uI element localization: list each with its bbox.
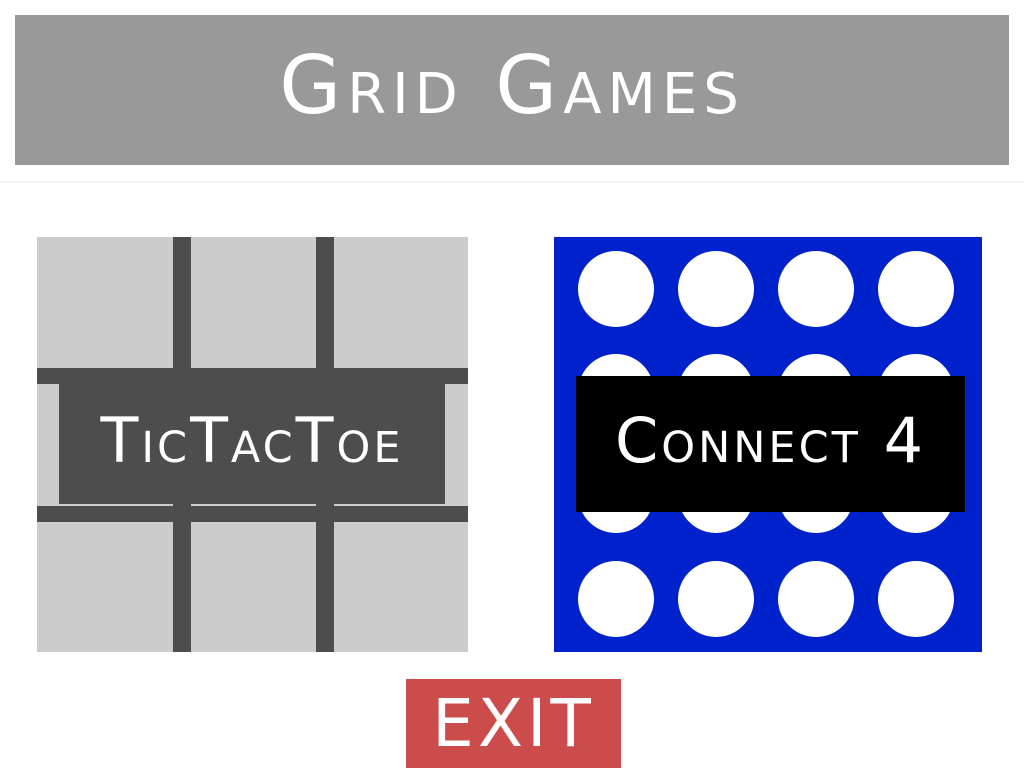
- connect4-label-plate: Connect 4: [576, 376, 965, 512]
- connect4-hole: [878, 561, 954, 637]
- tictactoe-label-plate: TicTacToe: [59, 383, 445, 504]
- connect4-button[interactable]: Connect 4: [554, 237, 982, 652]
- page-title: Grid Games: [279, 39, 745, 132]
- connect4-hole: [778, 251, 854, 327]
- connect4-hole: [878, 251, 954, 327]
- title-banner: Grid Games: [15, 15, 1009, 165]
- header-divider: [0, 181, 1024, 183]
- connect4-label: Connect 4: [614, 404, 927, 477]
- connect4-hole: [678, 561, 754, 637]
- connect4-hole: [578, 561, 654, 637]
- tictactoe-button[interactable]: TicTacToe: [37, 237, 468, 652]
- exit-button[interactable]: EXIT: [406, 679, 621, 768]
- tictactoe-grid-line: [37, 506, 468, 522]
- connect4-hole: [578, 251, 654, 327]
- connect4-hole: [778, 561, 854, 637]
- exit-label: EXIT: [432, 684, 595, 762]
- tictactoe-grid-line: [37, 368, 468, 384]
- tictactoe-label: TicTacToe: [100, 403, 404, 477]
- connect4-hole: [678, 251, 754, 327]
